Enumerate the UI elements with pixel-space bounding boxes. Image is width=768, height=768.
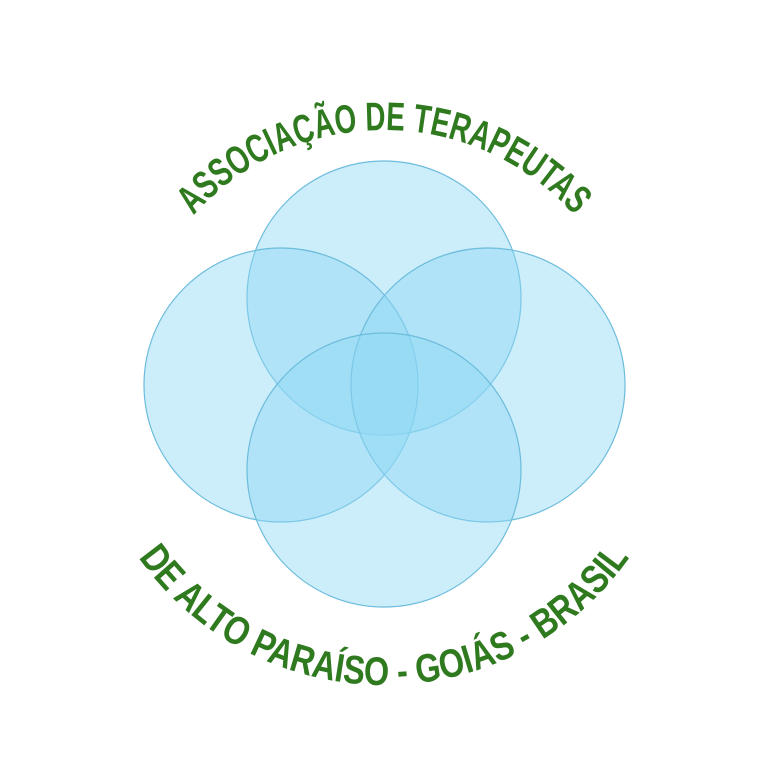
venn-circles — [143, 160, 626, 608]
circle-top — [246, 160, 522, 436]
circle-left — [143, 247, 419, 523]
circle-bottom — [246, 332, 522, 608]
circle-right — [350, 247, 626, 523]
